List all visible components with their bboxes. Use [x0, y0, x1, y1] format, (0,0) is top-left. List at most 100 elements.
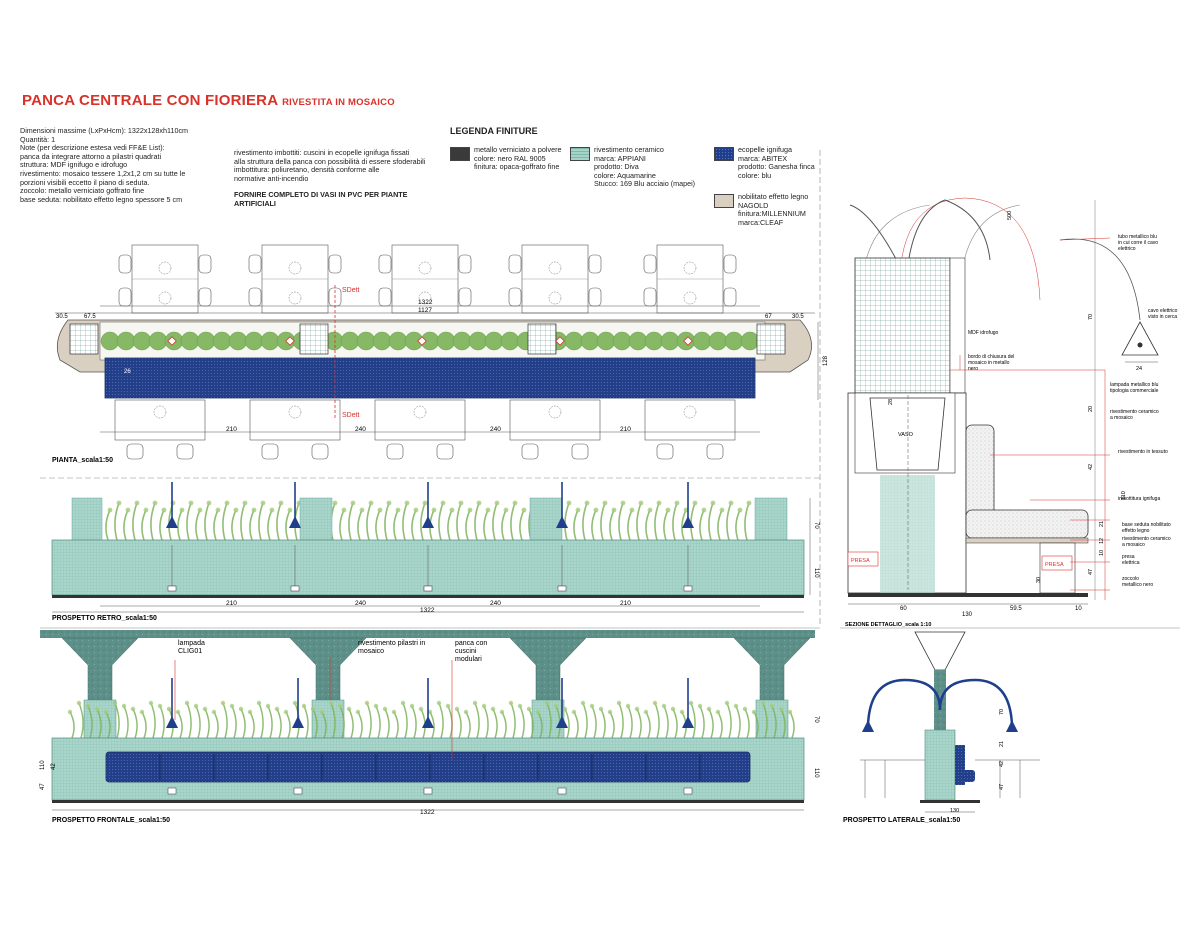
front-plant-leaf — [706, 706, 712, 712]
rear-plant — [438, 502, 444, 541]
front-plant-leaf — [688, 700, 694, 706]
rear-plant-leaf — [467, 507, 473, 513]
front-dim-left-3: 47 — [40, 783, 46, 790]
rear-plant-leaf — [584, 500, 590, 506]
section-dim-v6: 12 — [1099, 538, 1105, 544]
side-elevation: 130 70 21 42 47 PROSPETTO LATERALE_scala… — [843, 631, 1040, 824]
plan-plant — [724, 331, 744, 351]
plan-plant — [628, 331, 648, 351]
rear-plant-leaf — [233, 507, 239, 513]
section-label: presa — [1122, 554, 1135, 560]
section-label: a mosaico — [1122, 542, 1145, 548]
front-plant-leaf — [760, 700, 766, 706]
spec-line: normative anti-incendio — [234, 173, 309, 183]
plan-plant — [212, 331, 232, 351]
front-plant-leaf — [580, 700, 586, 706]
specs-block: Dimensioni massime (LxPxHcm): 1322x128xh… — [20, 126, 188, 204]
plan-plant — [740, 331, 760, 351]
front-plant-leaf — [652, 700, 658, 706]
front-plant — [492, 708, 498, 739]
rear-plant-leaf — [512, 500, 518, 506]
plan-plant — [644, 331, 664, 351]
front-plant — [510, 702, 516, 739]
rear-plant-leaf — [107, 507, 113, 513]
plan-chair — [723, 254, 737, 274]
plan-plant — [340, 331, 360, 351]
legend-swatch — [714, 147, 734, 161]
rear-plant — [357, 509, 363, 541]
rear-plant — [339, 509, 345, 541]
front-plant-leaf — [85, 703, 91, 709]
plan-chair — [261, 443, 279, 460]
rear-plant-leaf — [161, 507, 167, 513]
front-lamp-head — [556, 716, 568, 728]
plan-dim-a: 30.5 — [56, 314, 68, 320]
rear-plant — [708, 502, 714, 541]
front-plant — [357, 711, 363, 739]
plan-plant — [196, 331, 216, 351]
rear-lamp-head — [166, 516, 178, 528]
plan-table — [114, 399, 206, 441]
plan-pillar — [69, 323, 99, 355]
spec-line: rivestimento: mosaico tessere 1,2x1,2 cm… — [20, 168, 186, 178]
rear-plant — [141, 509, 147, 541]
front-plant — [465, 711, 471, 739]
front-label-lamp: lampada — [178, 640, 205, 647]
spec-line: ARTIFICIALI — [234, 198, 276, 208]
section-label: lampada metallico blu — [1110, 382, 1159, 388]
rear-plant-leaf — [485, 507, 491, 513]
rear-plant-leaf — [116, 500, 122, 506]
plan-plant — [356, 331, 376, 351]
plan-dim-d: 30.5 — [792, 314, 804, 320]
front-plant-leaf — [229, 703, 235, 709]
front-plant — [780, 708, 786, 739]
front-lamp-head — [682, 716, 694, 728]
rear-plant-leaf — [593, 507, 599, 513]
side-dim-2: 21 — [999, 741, 1005, 747]
section-dim-v8: 30 — [1036, 577, 1042, 583]
plan-plant — [148, 331, 168, 351]
front-label-pillar-2: mosaico — [358, 648, 384, 655]
rear-plant — [591, 509, 597, 541]
front-plant-leaf — [643, 709, 649, 715]
rear-plant-leaf — [188, 500, 194, 506]
rear-plant-leaf — [629, 507, 635, 513]
rear-plant — [735, 509, 741, 541]
front-plant — [402, 702, 408, 739]
plan-plant — [372, 331, 392, 351]
front-plant — [456, 708, 462, 739]
plan-view: 1322 1127 30.5 67.5 67 30.5 26 128 SDett… — [52, 244, 829, 464]
section-socket-left: PRESA — [851, 558, 870, 564]
section-label: rivestimento ceramico — [1110, 409, 1159, 415]
plan-chair — [311, 443, 329, 460]
rear-plant — [114, 502, 120, 541]
front-plant-leaf — [247, 709, 253, 715]
rear-plant — [186, 502, 192, 541]
front-plant-leaf — [256, 700, 262, 706]
front-lamp-head — [422, 716, 434, 728]
front-plant-leaf — [130, 706, 136, 712]
rear-plant — [150, 502, 156, 541]
section-dim-v-top: 500 — [1007, 211, 1013, 220]
plan-table-base — [548, 405, 562, 419]
spec-line: Note (per descrizione estesa vedi FF&E L… — [20, 143, 165, 153]
front-pillar — [509, 637, 587, 701]
section-dim-4: 10 — [1075, 606, 1082, 612]
rear-plant-leaf — [413, 507, 419, 513]
section-dim-v3: 42 — [1088, 464, 1094, 470]
rear-plant — [231, 509, 237, 541]
front-table-foot — [683, 787, 693, 795]
front-plant — [591, 705, 597, 739]
front-plant-leaf — [310, 706, 316, 712]
front-plant — [762, 702, 768, 739]
front-plants — [67, 700, 795, 739]
plan-chair — [436, 443, 454, 460]
front-plant — [735, 705, 741, 739]
plan-plant — [260, 331, 280, 351]
front-plant — [366, 702, 372, 739]
front-plant-leaf — [769, 703, 775, 709]
rear-plant-leaf — [710, 500, 716, 506]
spec-line: FORNIRE COMPLETO DI VASI IN PVC PER PIAN… — [234, 190, 408, 200]
